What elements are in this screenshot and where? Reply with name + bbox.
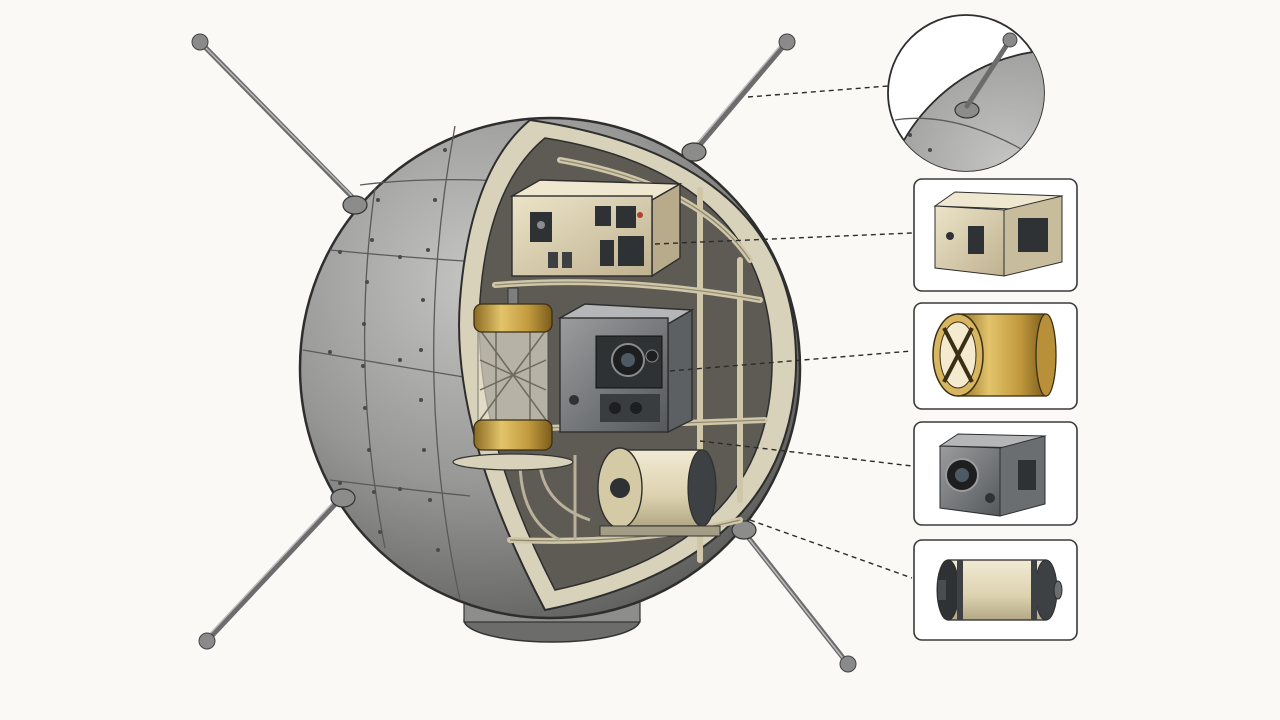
brass-cylinder-icon — [932, 313, 1057, 397]
leader-lines — [654, 85, 913, 579]
electronics-box-icon — [933, 191, 1064, 277]
antenna-rods — [191, 33, 857, 673]
electronics-box — [509, 179, 683, 278]
callout-electronics-box — [913, 178, 1078, 292]
callout-brass-cylinder — [913, 302, 1078, 410]
battery-canister-icon — [936, 559, 1063, 621]
camera-unit — [557, 303, 695, 434]
battery-canister — [597, 447, 721, 537]
brass-cylinder — [452, 287, 574, 471]
camera-unit-icon — [938, 433, 1047, 517]
callout-battery-canister — [913, 539, 1078, 641]
callout-camera-unit — [913, 421, 1078, 526]
